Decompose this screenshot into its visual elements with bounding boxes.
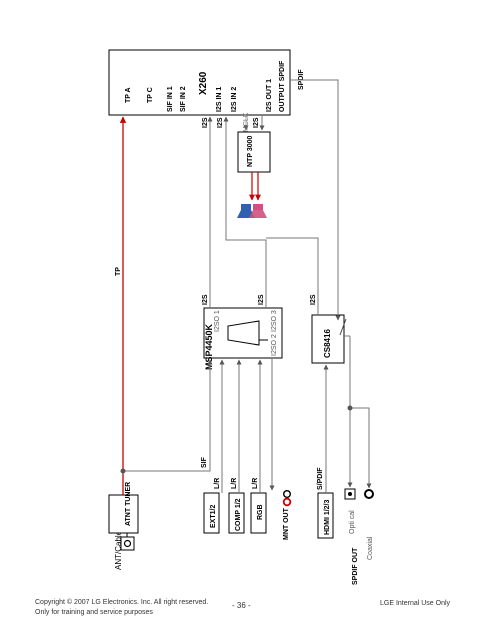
spdif-junction	[347, 405, 353, 411]
msp-i2so2: I2SO 2	[271, 334, 278, 356]
spdif-to-coaxial	[350, 407, 372, 489]
footer-lge: LGE Internal Use Only	[380, 600, 451, 607]
lr-comp-label: L/R	[231, 478, 238, 489]
optical-label: Opti cal	[349, 510, 356, 534]
x260-tp-a: TP A	[125, 87, 132, 103]
speaker-right-cone	[249, 210, 267, 218]
x260-output-spdif: OUTPUT SPDIF	[279, 60, 286, 112]
coaxial-label: Coaxial	[367, 536, 374, 560]
footer-page-number: - 36 -	[232, 601, 251, 610]
comp-block	[228, 492, 245, 534]
msp-label: MSP4450K	[204, 323, 214, 370]
cs-label: CS8416	[323, 329, 332, 358]
speaker-left-body	[241, 204, 251, 210]
ext-label: EXT1/2	[210, 505, 217, 528]
footer-copyright: Copyright © 2007 LG Electronics. Inc. Al…	[35, 599, 209, 606]
tuner-label: ATNT TUNER	[125, 482, 132, 526]
ext-block	[203, 492, 220, 534]
ant-jack-center	[123, 539, 132, 548]
x260-tp-c: TP C	[147, 87, 154, 103]
mnt-jack-white	[283, 490, 292, 499]
tp-label: TP	[115, 267, 122, 276]
ntp-label: NTP 3000	[247, 136, 254, 167]
spdif-hdmi-label: S/PDIF	[317, 467, 324, 490]
lr-rgb-label: L/R	[252, 478, 259, 489]
x260-i2s-in2: I2S IN 2	[231, 87, 238, 112]
coaxial-jack	[364, 489, 374, 499]
msp-i2so1: I2SO 1	[214, 310, 221, 332]
ntp-block	[237, 131, 271, 173]
i2s-ntp-label: I2S	[253, 117, 260, 128]
i2s-msp-label1: I2S	[202, 294, 209, 305]
x260-label: X260	[198, 71, 209, 95]
mnt-out-label: MNT OUT	[283, 507, 290, 540]
msp-switch-symbol	[227, 320, 260, 346]
sif-junction	[120, 468, 126, 474]
i2s-cs-line	[266, 237, 319, 315]
comp-label: COMP 1/2	[235, 498, 242, 531]
i2s-x260-label2: I2S	[217, 117, 224, 128]
rgb-block	[250, 492, 267, 534]
cs-block	[311, 314, 345, 364]
x260-sif-in2: SIF IN 2	[180, 86, 187, 112]
rgb-label: RGB	[257, 504, 264, 520]
x260-i2s-out1: I2S OUT 1	[266, 79, 273, 112]
x260-i2s-in1: I2S IN 1	[216, 87, 223, 112]
cs-switch	[339, 318, 347, 336]
speaker-right-body	[253, 204, 263, 210]
tuner-block	[108, 494, 139, 534]
mnt-out-text: MNT OUT	[283, 507, 290, 540]
optical-jack-center	[348, 492, 352, 496]
x260-block	[108, 49, 291, 116]
x260-spdif-label: SPDIF	[298, 69, 305, 90]
spdif-out-label: SPDIF OUT	[352, 547, 359, 585]
i2s-cs-label: I2S	[310, 294, 317, 305]
i2s-x260-label1: I2S	[202, 117, 209, 128]
ntp-text: NTP 3000	[247, 136, 254, 167]
lr-ext-label: L/R	[214, 478, 221, 489]
i2s-msp-line2	[223, 116, 267, 308]
x260-sif-in1: SIF IN 1	[167, 86, 174, 112]
hdmi-label: HDMI 1/2/3	[324, 499, 331, 535]
mclk-label: MCLK	[243, 112, 250, 132]
msp-block	[203, 307, 283, 359]
sif-line	[123, 359, 213, 472]
i2s-msp-label2: I2S	[258, 294, 265, 305]
msp-i2so3: I2SO 3	[271, 310, 278, 332]
footer-training: Only for training and service purposes	[35, 609, 153, 616]
mnt-jack-red	[282, 497, 292, 507]
spdif-output-line	[290, 79, 341, 321]
ant-cable-label: ANT/Cable	[114, 530, 123, 570]
sif-label: SIF	[201, 456, 208, 468]
